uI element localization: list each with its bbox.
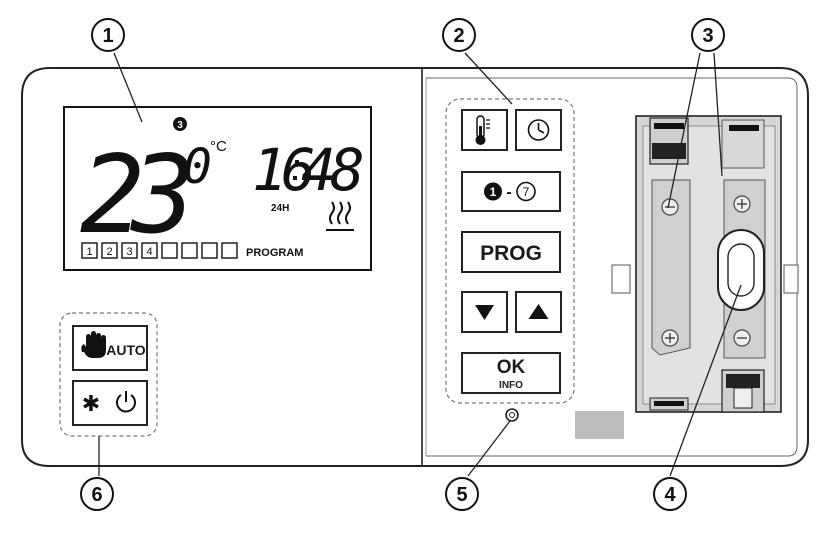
callout-leaders	[98, 52, 742, 477]
program-slot-box	[181, 242, 198, 259]
hand-icon	[81, 331, 106, 358]
ok-info-button[interactable]: OK INFO	[461, 352, 561, 394]
thermometer-icon	[475, 115, 490, 145]
temperature-button[interactable]	[461, 109, 508, 151]
time-format-label: 24H	[271, 203, 289, 214]
svg-text:4: 4	[664, 484, 676, 506]
info-label: INFO	[499, 380, 523, 391]
temperature-readout: 23	[80, 133, 190, 258]
program-slot-box	[141, 242, 158, 259]
program-slot-label: 1	[86, 246, 92, 258]
callout-2: 2	[442, 18, 476, 52]
unit-label: °C	[210, 138, 227, 155]
reset-button[interactable]	[505, 408, 519, 422]
heat-waves-icon	[326, 201, 354, 231]
svg-text:6: 6	[91, 484, 102, 506]
prog-label: PROG	[480, 242, 542, 265]
program-slot-box	[221, 242, 238, 259]
program-slot-box	[101, 242, 118, 259]
snowflake-icon: ✱	[82, 392, 100, 417]
callout-5: 5	[445, 477, 479, 511]
day-range-start: 1	[490, 185, 497, 199]
auto-label: AUTO	[106, 342, 146, 358]
ok-label: OK	[497, 357, 526, 378]
svg-text:5: 5	[456, 484, 467, 506]
label-patch	[575, 411, 624, 439]
svg-text:2: 2	[453, 25, 464, 47]
battery-slot-left	[651, 179, 691, 356]
callout-3: 3	[691, 18, 725, 52]
program-slot-box	[161, 242, 178, 259]
power-icon	[116, 391, 136, 413]
time-minutes: 48	[301, 136, 362, 204]
program-slot-box	[201, 242, 218, 259]
program-slots: 1 2 3 4	[81, 242, 238, 259]
auto-manual-button[interactable]: AUTO	[72, 325, 148, 371]
down-button[interactable]	[461, 291, 508, 333]
program-label: PROGRAM	[246, 247, 303, 259]
triangle-down-icon	[475, 305, 494, 320]
clock-button[interactable]	[515, 109, 562, 151]
day-range-button[interactable]: 1 - 7	[461, 171, 561, 212]
prog-button[interactable]: PROG	[461, 231, 561, 273]
callout-1: 1	[91, 18, 125, 52]
program-slot-label: 3	[126, 246, 132, 258]
side-clip-right	[783, 264, 799, 294]
time-hours: 16	[252, 136, 313, 204]
program-slot-label: 2	[106, 246, 112, 258]
time-colon	[293, 160, 299, 180]
up-button[interactable]	[515, 291, 562, 333]
callout-4: 4	[653, 477, 687, 511]
svg-text:1: 1	[102, 25, 113, 47]
side-clip-left	[611, 264, 631, 294]
program-slot-box	[81, 242, 98, 259]
svg-text:3: 3	[702, 25, 713, 47]
mode-button-group: AUTO ✱	[59, 312, 158, 437]
battery-compartment	[635, 115, 782, 413]
frost-power-button[interactable]: ✱	[72, 380, 148, 426]
program-slot-label: 4	[146, 246, 152, 258]
battery-release-slot[interactable]	[717, 229, 765, 311]
svg-text:3: 3	[177, 120, 183, 131]
callout-6: 6	[80, 477, 114, 511]
control-button-group: 1 - 7 PROG OK INFO	[445, 98, 575, 404]
program-slot-box	[121, 242, 138, 259]
day-range-end: 7	[523, 185, 530, 199]
day-indicator: 3	[173, 117, 187, 131]
clock-icon	[527, 119, 550, 141]
triangle-up-icon	[528, 304, 549, 319]
temperature-decimal: 0	[183, 139, 212, 195]
day-range-dash: -	[506, 184, 511, 201]
